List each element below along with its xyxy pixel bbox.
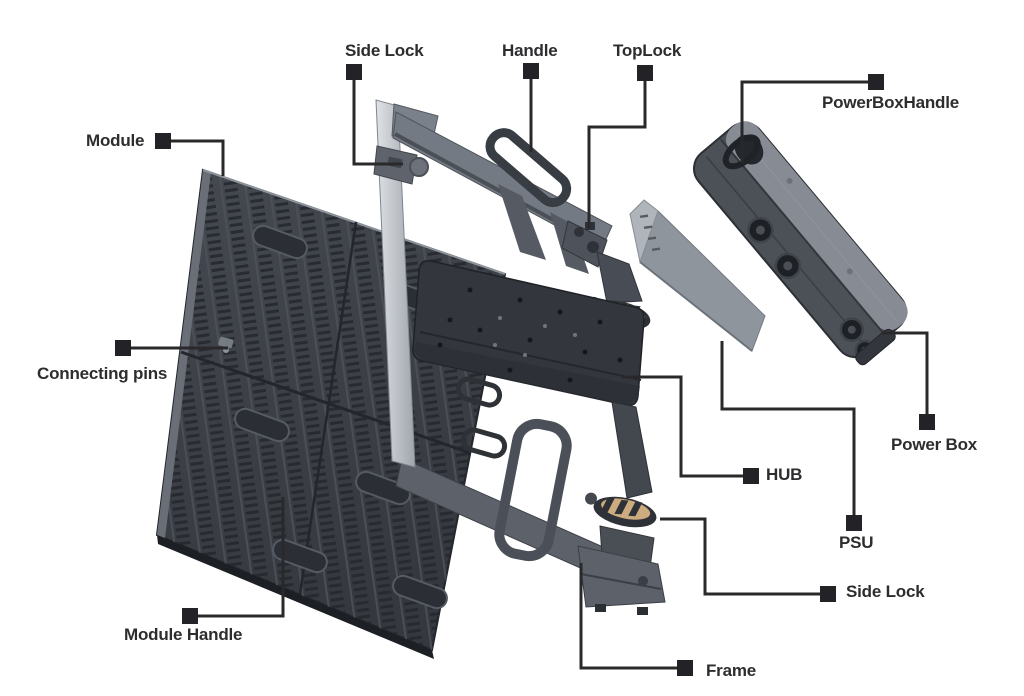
leader-frame <box>579 563 677 670</box>
module-bottom-edge <box>157 535 434 659</box>
psu-terminal-pins <box>639 214 661 252</box>
label-power-box: Power Box <box>891 435 978 454</box>
marker-module <box>155 133 171 149</box>
leader-hub <box>622 375 743 478</box>
module-panel <box>155 168 507 659</box>
leader-power-box <box>882 331 929 414</box>
marker-hub <box>743 468 759 484</box>
label-side-lock-top: Side Lock <box>345 41 424 60</box>
marker-power-box <box>919 414 935 430</box>
label-side-lock-right: Side Lock <box>846 582 925 601</box>
marker-top-lock <box>637 65 653 81</box>
label-handle: Handle <box>502 41 558 60</box>
leader-top-lock <box>587 81 647 228</box>
frame-strut <box>498 184 546 260</box>
lower-cam-lock <box>585 492 657 569</box>
callout-markers <box>115 63 935 676</box>
label-top-lock: TopLock <box>613 41 682 60</box>
module-row-seam <box>180 350 471 455</box>
leader-psu <box>720 341 856 515</box>
leader-module <box>171 139 225 176</box>
hub-plate <box>412 259 645 407</box>
leader-side-lock-right <box>660 517 820 596</box>
marker-psu <box>846 515 862 531</box>
psu-box <box>629 199 766 352</box>
label-psu: PSU <box>839 533 874 552</box>
frame-foot-bracket <box>577 545 666 615</box>
label-hub: HUB <box>766 465 803 484</box>
marker-side-lock-top <box>346 64 362 80</box>
label-connecting-pins: Connecting pins <box>37 364 168 383</box>
leader-module-handle <box>198 497 285 618</box>
marker-connecting-pins <box>115 340 131 356</box>
leader-side-lock-top <box>352 80 403 166</box>
marker-power-box-handle <box>868 74 884 90</box>
marker-module-handle <box>182 608 198 624</box>
frame-bracket <box>596 251 643 304</box>
label-module: Module <box>86 131 145 150</box>
frame-grip-loop <box>494 418 572 562</box>
label-module-handle: Module Handle <box>124 625 243 644</box>
frame-assembly <box>373 99 666 615</box>
frame-light-bar <box>375 99 416 468</box>
power-box-body <box>692 121 908 366</box>
power-box-connectors <box>747 216 876 361</box>
leader-power-box-handle <box>740 80 868 163</box>
marker-side-lock-right <box>820 586 836 602</box>
marker-handle <box>523 63 539 79</box>
leader-lines <box>131 79 929 670</box>
label-power-box-handle: PowerBoxHandle <box>822 93 960 112</box>
label-frame: Frame <box>706 661 757 680</box>
carrying-handle <box>485 128 572 208</box>
frame-cutout-rings <box>455 376 508 459</box>
marker-frame <box>677 660 693 676</box>
module-column-seam <box>298 221 358 595</box>
frame-lower-strut <box>611 401 653 499</box>
